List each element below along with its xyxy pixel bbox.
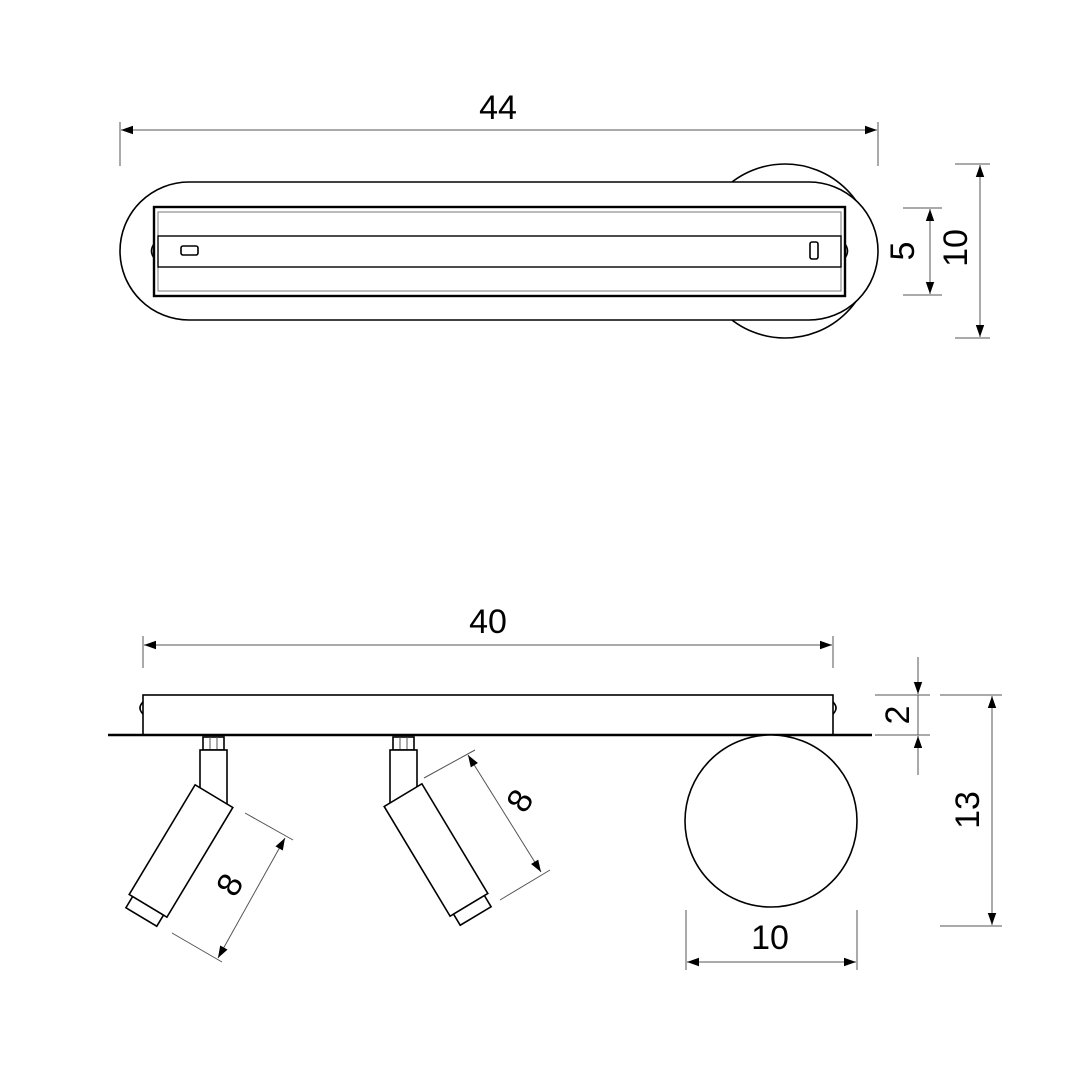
dimension-label-13: 13 <box>949 791 987 829</box>
canopy-side <box>684 734 858 908</box>
side-view: 40 8 <box>108 603 1002 970</box>
slot-icon <box>180 245 199 256</box>
spot-lens-cap <box>452 894 493 927</box>
spot-lens-cap <box>124 895 165 928</box>
spot-body <box>128 783 234 919</box>
dimension-label-8-right: 8 <box>499 783 541 819</box>
end-cap <box>844 243 849 259</box>
dimension-label-5: 5 <box>884 242 922 261</box>
swivel-nut <box>202 736 225 751</box>
dimension-label-10: 10 <box>937 229 975 267</box>
dimension-overall-height: 13 <box>940 694 1002 927</box>
end-cap <box>139 701 144 715</box>
dimension-label-10-side: 10 <box>751 919 789 957</box>
dimension-canopy-diameter-side: 10 <box>685 910 858 970</box>
dimension-track-width: 5 <box>884 207 942 296</box>
dimension-label-8-left: 8 <box>209 868 251 903</box>
swivel-nut <box>392 736 415 751</box>
spotlight-right <box>383 736 493 927</box>
dimension-overall-length: 44 <box>119 89 879 166</box>
dimension-plate-height: 2 <box>875 657 930 775</box>
slot-icon <box>809 241 819 260</box>
spot-body <box>383 782 489 918</box>
stem <box>199 749 228 806</box>
dimension-label-2: 2 <box>879 706 917 725</box>
end-cap <box>832 701 837 715</box>
dimension-label-40: 40 <box>469 603 507 641</box>
dimension-label-44: 44 <box>479 89 517 127</box>
spotlight-left <box>124 736 234 928</box>
dimension-plate-length: 40 <box>142 603 834 668</box>
mounting-plate <box>142 694 834 736</box>
end-cap <box>150 243 155 259</box>
dimension-canopy-diameter-top: 10 <box>937 163 990 339</box>
top-view: 44 5 10 <box>119 89 990 339</box>
track-channel <box>157 235 842 268</box>
